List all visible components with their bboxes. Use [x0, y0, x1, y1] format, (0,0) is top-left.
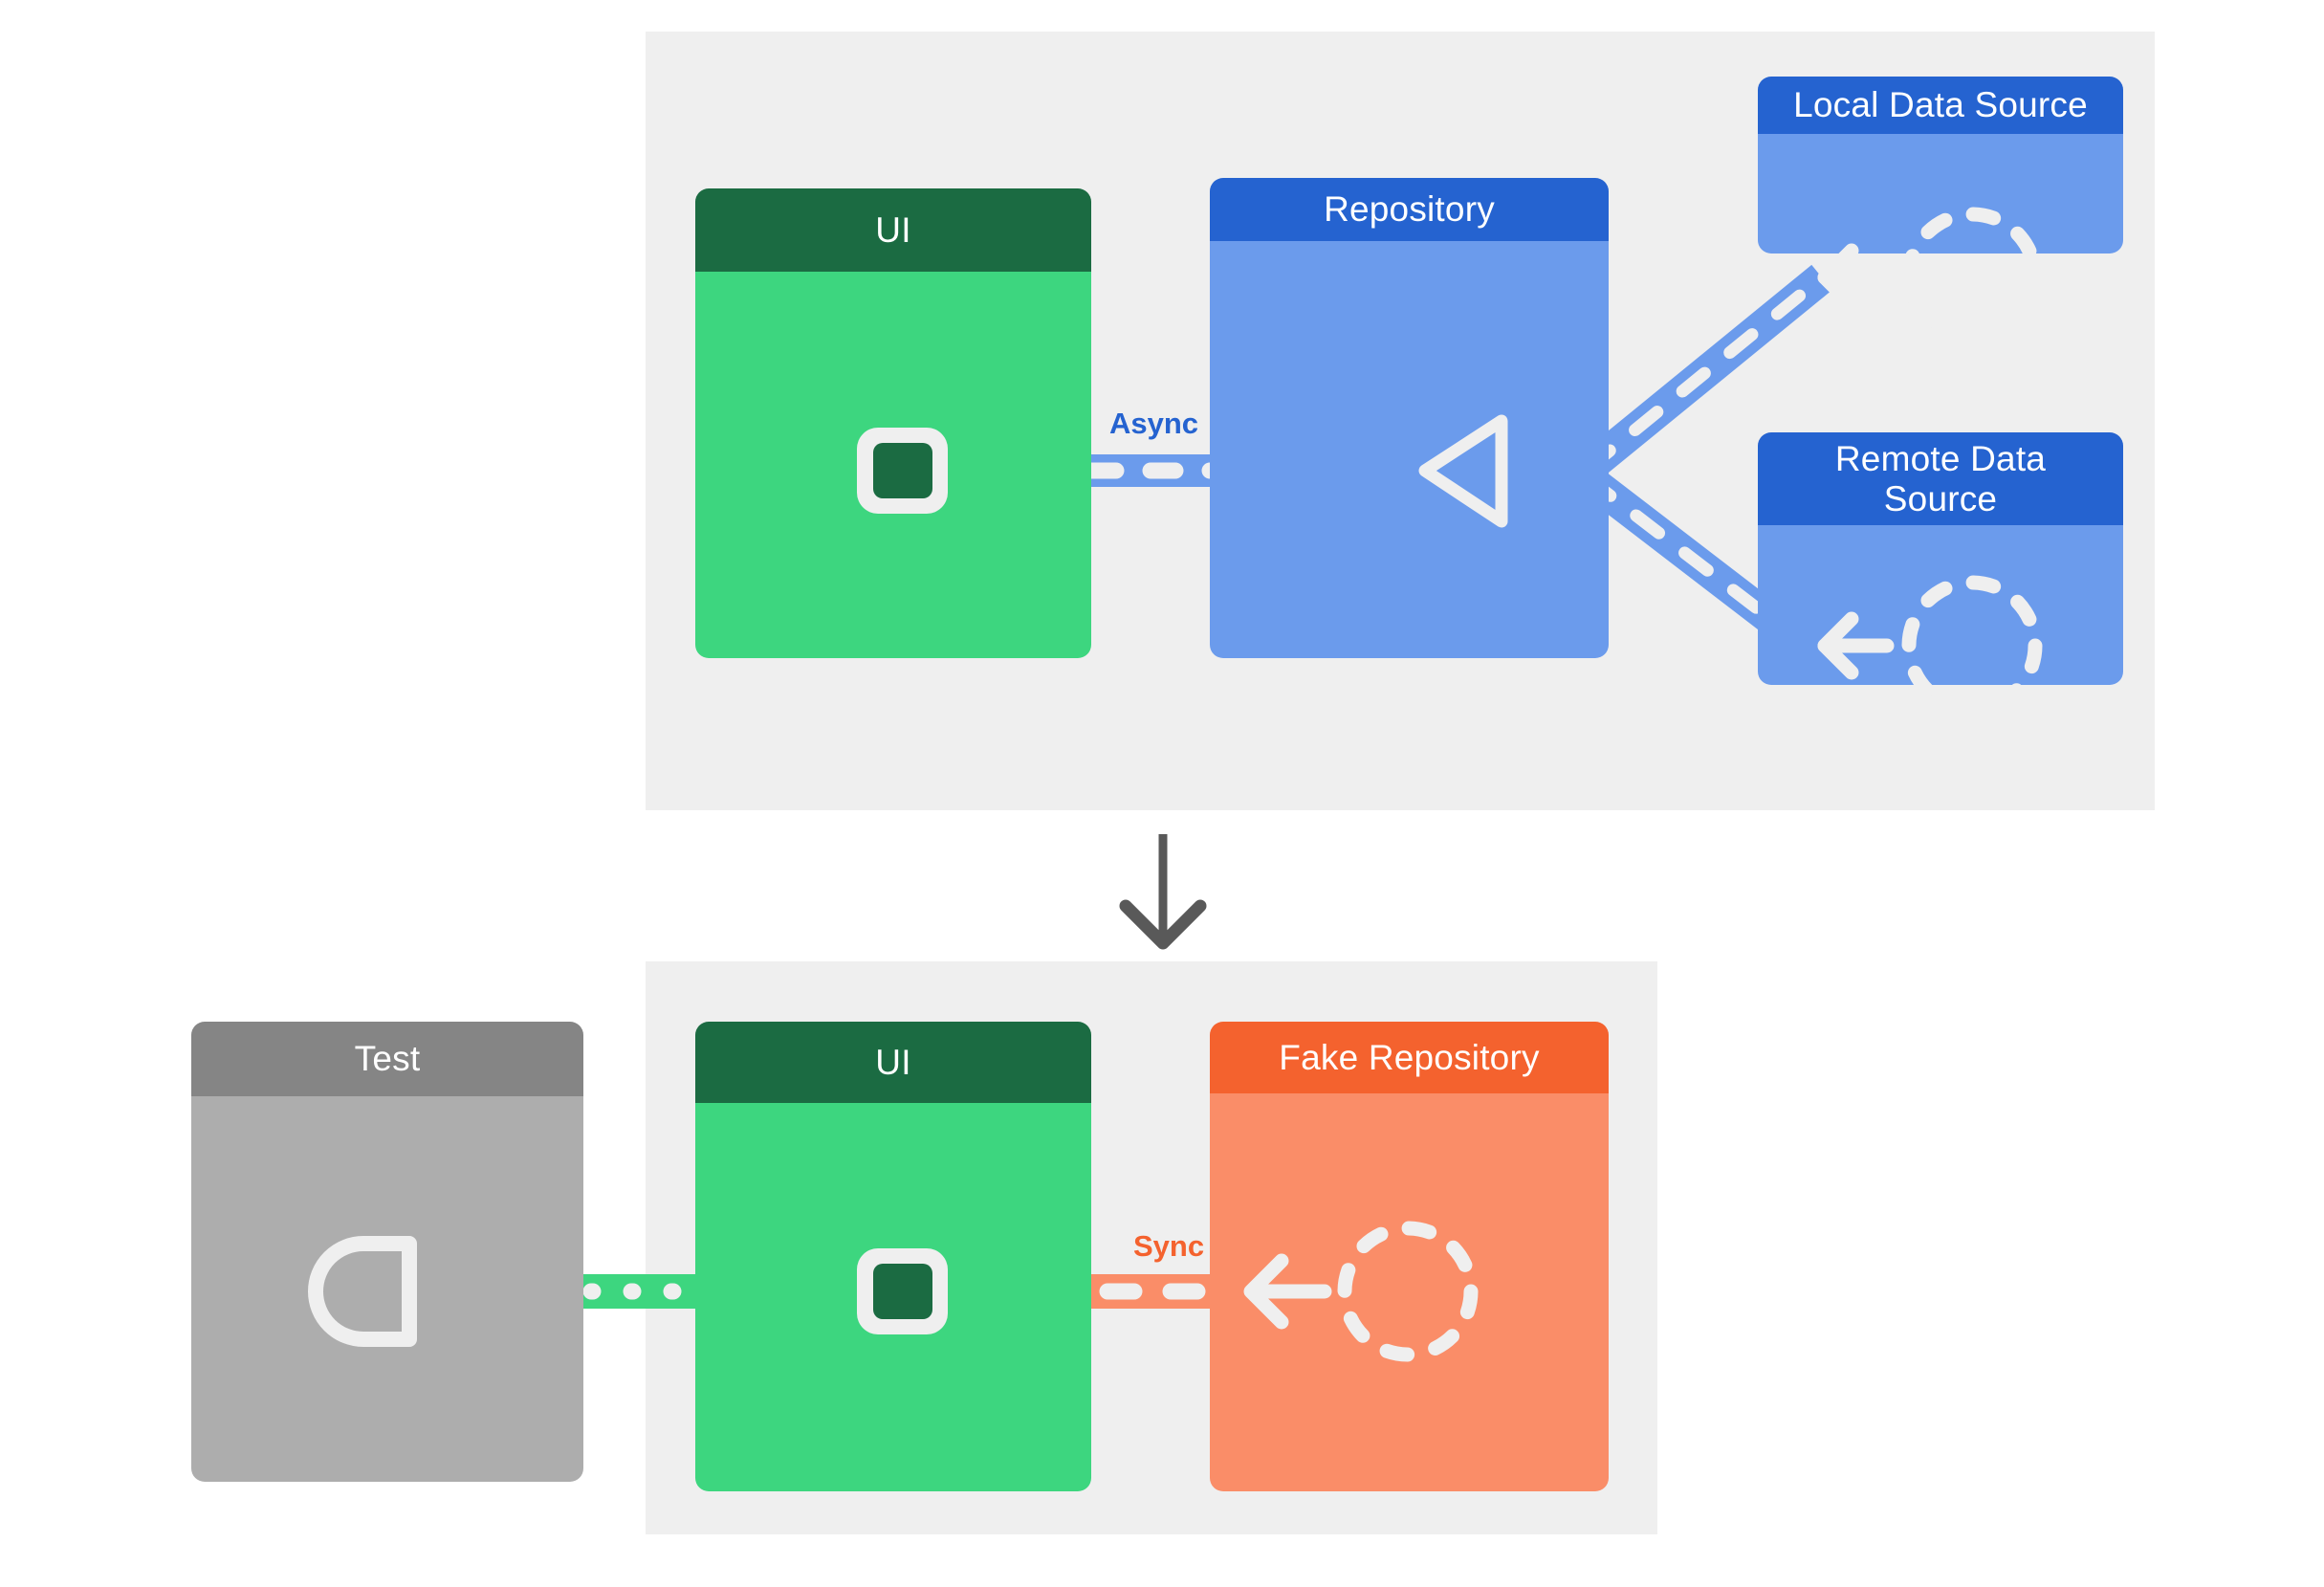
- node-repository[interactable]: Repository: [1210, 178, 1609, 658]
- node-ui-label: UI: [875, 209, 911, 250]
- edge-label-async: Async: [1109, 407, 1199, 440]
- node-test-body: [191, 1096, 583, 1482]
- rounded-square-port-inner-icon: [873, 1264, 932, 1319]
- rounded-square-port-inner-icon: [873, 443, 932, 498]
- node-fake-repository-label: Fake Repository: [1279, 1037, 1540, 1077]
- node-test-header: Test: [191, 1022, 583, 1096]
- node-repository-label: Repository: [1324, 189, 1495, 230]
- node-fake-repository[interactable]: Fake Repository: [1210, 1022, 1609, 1491]
- node-local-data-source-label: Local Data Source: [1793, 85, 2088, 125]
- node-remote-data-source-label-line1: Remote Data: [1834, 439, 2047, 479]
- node-ui[interactable]: UI: [695, 188, 1091, 658]
- node-ui-header: UI: [695, 188, 1091, 272]
- node-fake-repository-header: Fake Repository: [1210, 1022, 1609, 1093]
- node-local-data-source-header: Local Data Source: [1758, 77, 2123, 134]
- node-remote-data-source[interactable]: Remote Data Source: [1758, 432, 2123, 685]
- node-ui-test-label: UI: [875, 1042, 911, 1082]
- node-remote-data-source-label-line2: Source: [1883, 478, 1998, 518]
- node-repository-body: [1210, 241, 1609, 658]
- edge-label-sync: Sync: [1133, 1229, 1205, 1263]
- node-test[interactable]: Test: [191, 1022, 583, 1482]
- node-repository-header: Repository: [1210, 178, 1609, 241]
- node-fake-repository-body: [1210, 1093, 1609, 1491]
- node-ui-test-header: UI: [695, 1022, 1091, 1103]
- node-remote-data-source-body: [1758, 525, 2123, 685]
- node-local-data-source-body: [1758, 134, 2123, 253]
- node-remote-data-source-header: Remote Data Source: [1758, 432, 2123, 525]
- node-test-label: Test: [354, 1039, 421, 1079]
- node-local-data-source[interactable]: Local Data Source: [1758, 77, 2123, 253]
